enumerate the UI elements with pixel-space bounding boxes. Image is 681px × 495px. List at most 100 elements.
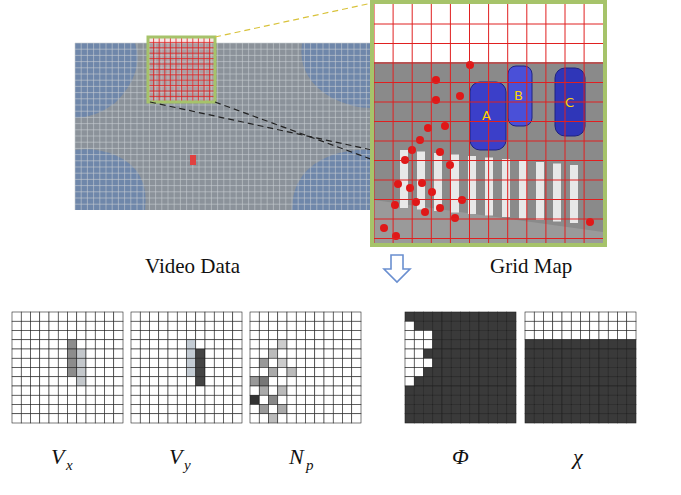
grid-cell	[177, 386, 186, 395]
zoom-leader	[215, 3, 372, 37]
grid-cell	[324, 377, 333, 386]
grid-cell	[442, 386, 451, 395]
grid-cell	[581, 395, 590, 404]
grid-cell	[525, 395, 534, 404]
grid-line	[75, 136, 372, 137]
grid-cell	[131, 405, 140, 414]
grid-cell	[315, 395, 324, 404]
grid-cell	[479, 405, 488, 414]
grid-cell	[131, 349, 140, 358]
grid-line	[431, 4, 432, 243]
grid-cell	[159, 395, 168, 404]
grid-cell	[250, 358, 259, 367]
grid-cell	[40, 395, 49, 404]
grid-cell	[424, 377, 433, 386]
grid-cell	[525, 349, 534, 358]
grid-cell	[451, 349, 460, 358]
grid-cell	[259, 321, 268, 330]
grid-cell	[333, 414, 342, 423]
grid-cell	[433, 414, 442, 423]
grid-cell	[150, 331, 159, 340]
video-frame	[75, 43, 372, 210]
grid-cell	[461, 368, 470, 377]
grid-cell	[618, 414, 627, 423]
grid-cell	[498, 358, 507, 367]
grid-cell	[233, 321, 242, 330]
grid-cell	[343, 358, 352, 367]
grid-cell	[306, 358, 315, 367]
grid-cell	[333, 321, 342, 330]
grid-cell	[571, 377, 580, 386]
grid-cell	[315, 312, 324, 321]
grid-cell	[205, 377, 214, 386]
grid-cell	[488, 321, 497, 330]
grid-cell	[114, 312, 123, 321]
grid-cell	[405, 358, 414, 367]
grid-cell	[442, 331, 451, 340]
grid-cell	[49, 340, 58, 349]
grid-cell	[224, 312, 233, 321]
grid-line	[148, 53, 215, 54]
grid-cell	[590, 414, 599, 423]
grid-cell	[105, 414, 114, 423]
grid-cell	[131, 395, 140, 404]
grid-cell	[224, 368, 233, 377]
grid-cell	[405, 414, 414, 423]
grid-line	[75, 160, 372, 161]
grid-cell	[31, 377, 40, 386]
grid-cell	[150, 358, 159, 367]
grid-cell	[618, 331, 627, 340]
grid-cell	[627, 349, 636, 358]
grid-cell	[77, 321, 86, 330]
grid-cell	[269, 340, 278, 349]
grid-cell	[95, 405, 104, 414]
grid-cell	[168, 405, 177, 414]
grid-cell	[352, 377, 361, 386]
grid-cell	[214, 312, 223, 321]
grid-cell	[534, 377, 543, 386]
grid-cell	[296, 395, 305, 404]
grid-cell	[105, 377, 114, 386]
grid-cell	[224, 395, 233, 404]
grid-cell	[105, 368, 114, 377]
grid-cell	[433, 395, 442, 404]
grid-cell	[488, 395, 497, 404]
grid-cell	[214, 386, 223, 395]
grid-cell	[315, 349, 324, 358]
grid-cell	[105, 331, 114, 340]
grid-cell	[86, 312, 95, 321]
grid-cell	[534, 414, 543, 423]
grid-map	[250, 312, 361, 423]
grid-cell	[498, 321, 507, 330]
map-symbol: V	[51, 446, 64, 468]
grid-cell	[233, 368, 242, 377]
grid-cell	[627, 395, 636, 404]
grid-cell	[77, 340, 86, 349]
grid-cell	[590, 405, 599, 414]
grid-cell	[433, 312, 442, 321]
grid-cell	[562, 312, 571, 321]
grid-cell	[470, 386, 479, 395]
grid-cell	[433, 321, 442, 330]
grid-cell	[31, 340, 40, 349]
grid-cell	[562, 386, 571, 395]
pedestrian	[380, 224, 388, 232]
stripe	[553, 164, 561, 222]
pedestrian	[391, 201, 399, 209]
grid-cell	[534, 340, 543, 349]
grid-cell	[49, 405, 58, 414]
grid-cell	[287, 321, 296, 330]
grid-cell	[21, 377, 30, 386]
grid-cell	[498, 340, 507, 349]
grid-cell	[306, 340, 315, 349]
grid-line	[374, 238, 603, 239]
grid-cell	[224, 331, 233, 340]
zoom-region	[148, 37, 215, 102]
grid-maps	[12, 312, 636, 423]
grid-line	[374, 219, 603, 220]
grid-line	[75, 55, 372, 56]
grid-cell	[599, 386, 608, 395]
grid-cell	[414, 414, 423, 423]
grid-cell	[352, 331, 361, 340]
grid-cell	[534, 358, 543, 367]
